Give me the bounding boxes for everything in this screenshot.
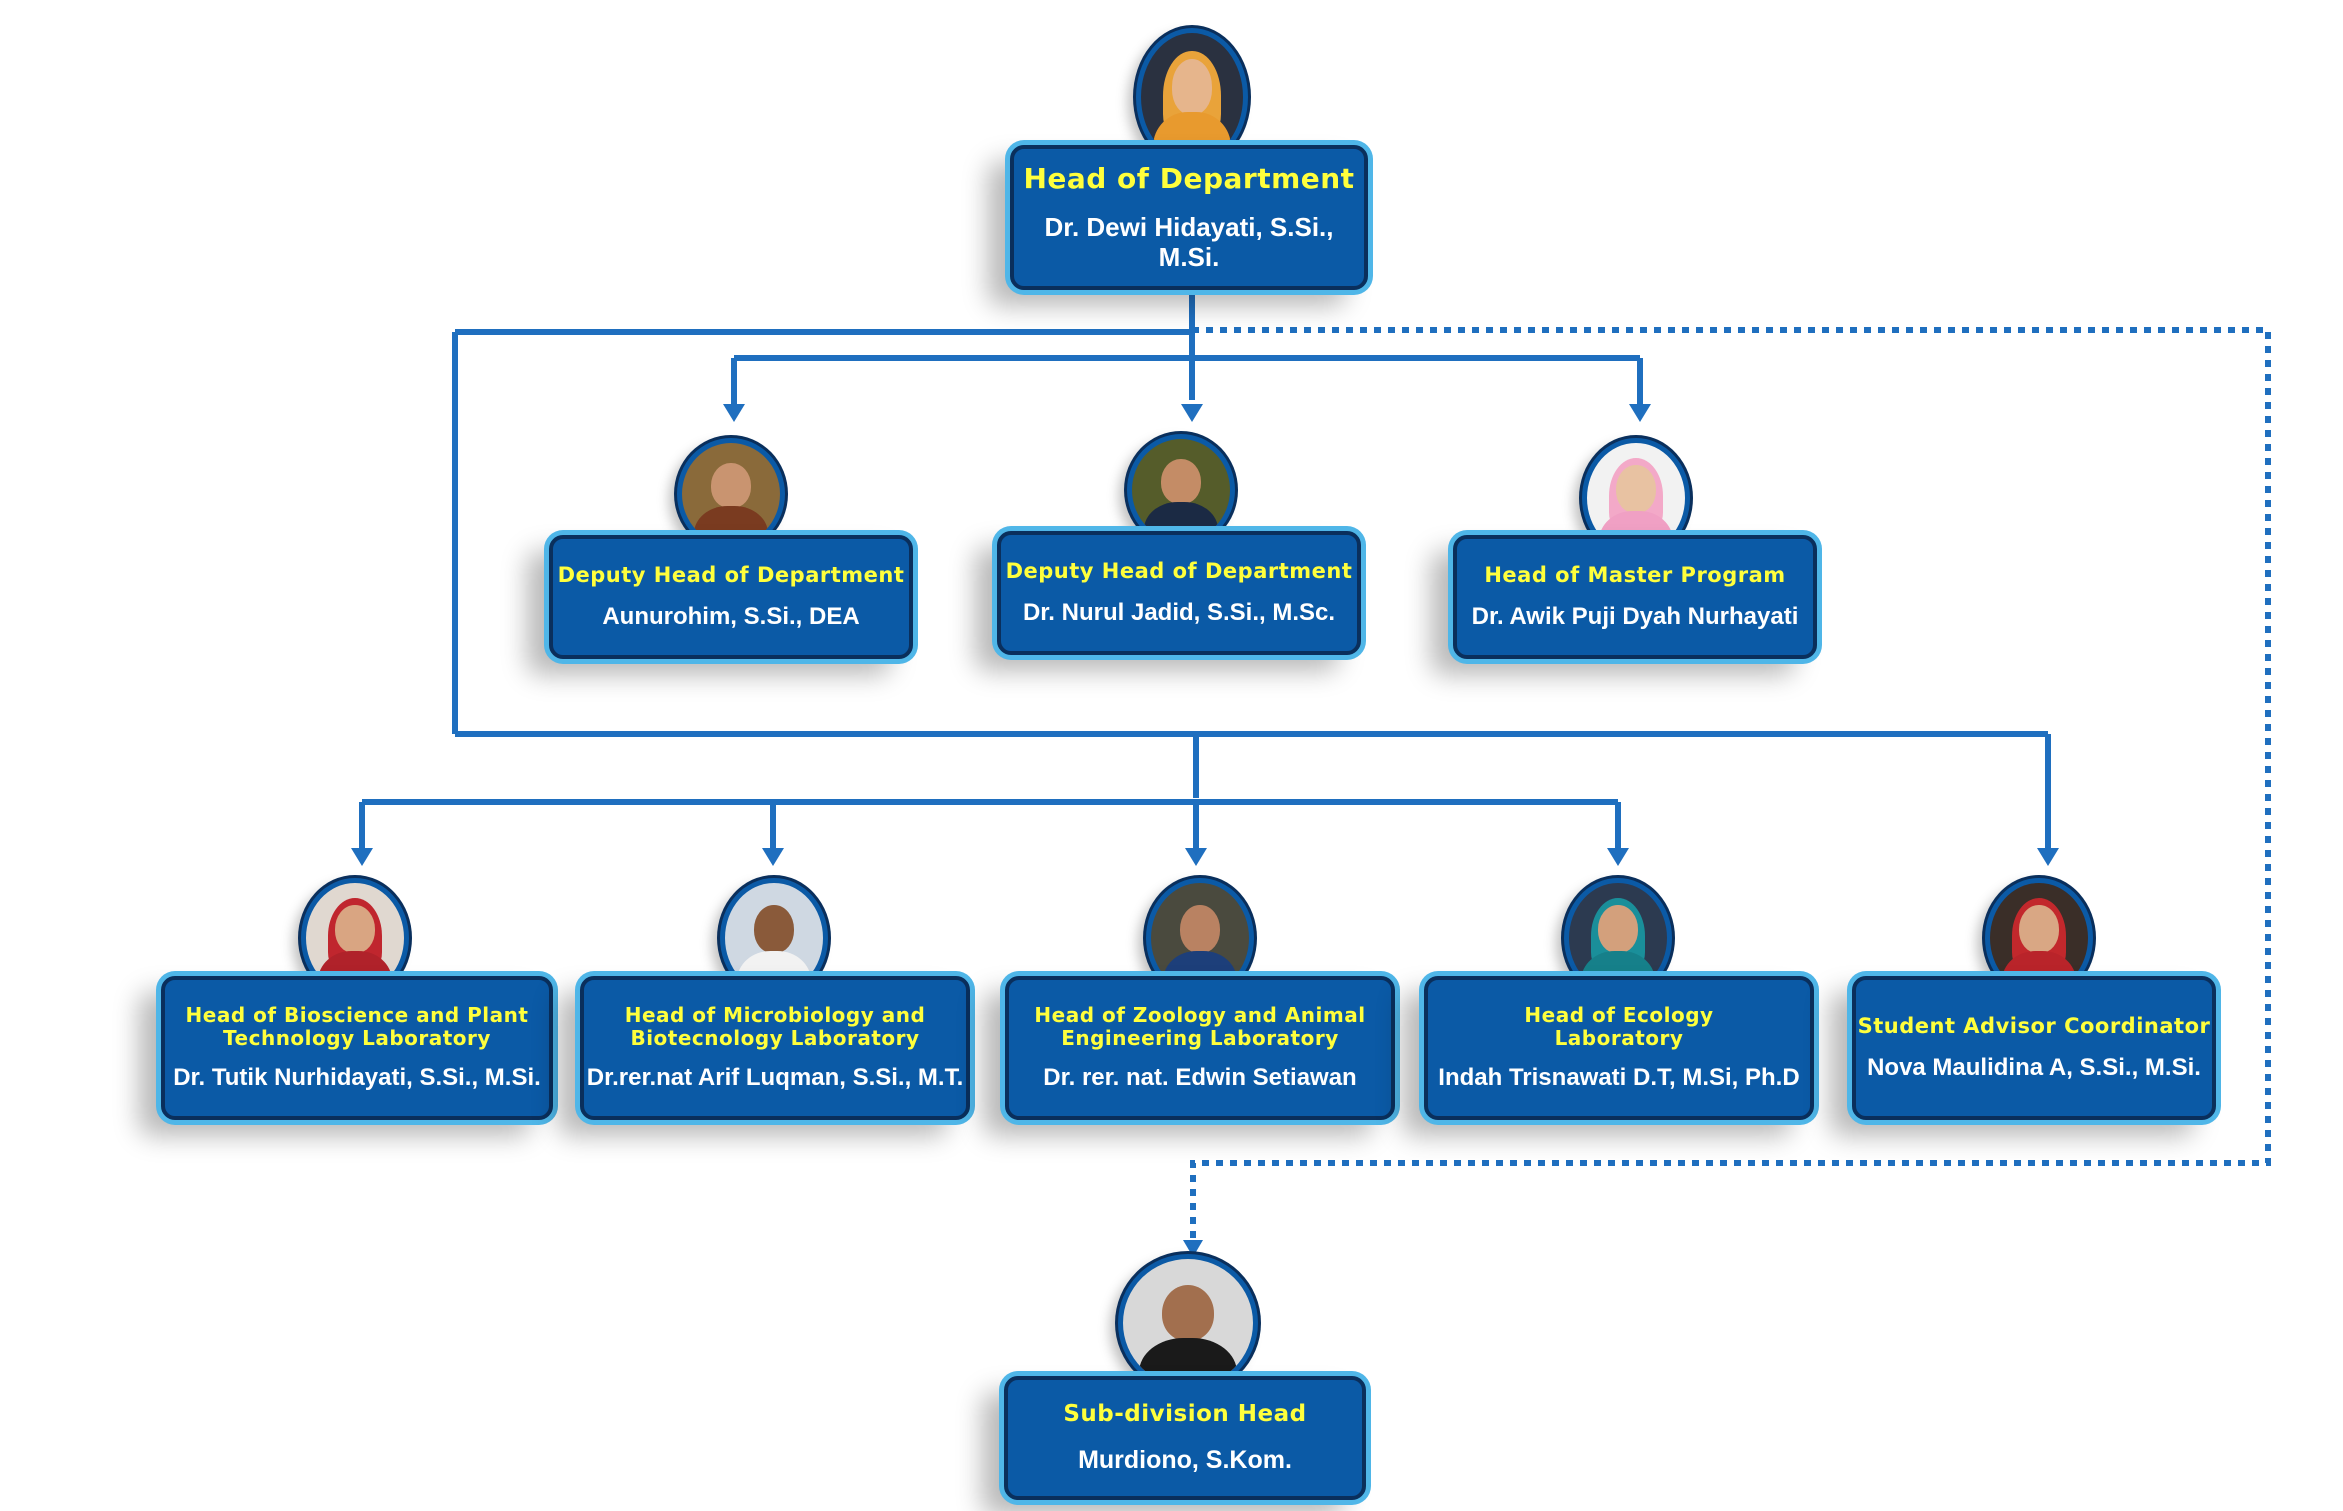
avatar-student-advisor [1985,878,2093,998]
role-lab-4-line1: Head of Ecology [1524,1003,1714,1028]
role-deputy-1: Deputy Head of Department [557,563,905,588]
card-head-of-department: Head of Department Dr. Dewi Hidayati, S.… [1010,145,1368,290]
arrowhead-lab-4 [1607,848,1629,866]
name-deputy-3: Dr. Awik Puji Dyah Nurhayati [1471,603,1799,631]
avatar-head-of-department [1136,28,1248,166]
role-lab-1-line2: Technology Laboratory [223,1026,491,1051]
role-student-advisor: Student Advisor Coordinator [1857,1014,2211,1039]
card-student-advisor: Student Advisor Coordinator Nova Maulidi… [1852,976,2216,1120]
arrowhead-deputy-2 [1181,404,1203,422]
name-lab-1: Dr. Tutik Nurhidayati, S.Si., M.Si. [173,1064,541,1092]
role-lab-2-line2: Biotecnology Laboratory [630,1026,920,1051]
card-deputy-1: Deputy Head of Department Aunurohim, S.S… [549,535,913,659]
card-lab-4: Head of Ecology Laboratory Indah Trisnaw… [1424,976,1814,1120]
card-subdivision-head: Sub-division Head Murdiono, S.Kom. [1004,1376,1366,1500]
role-deputy-2: Deputy Head of Department [1005,559,1353,584]
role-lab-3-line2: Engineering Laboratory [1061,1026,1339,1051]
arrowhead-deputy-1 [723,404,745,422]
arrowhead-lab-3 [1185,848,1207,866]
card-lab-3: Head of Zoology and Animal Engineering L… [1005,976,1395,1120]
name-subdivision-head: Murdiono, S.Kom. [1078,1445,1292,1474]
name-head-of-department: Dr. Dewi Hidayati, S.Si., M.Si. [1044,211,1334,272]
role-lab-1-line1: Head of Bioscience and Plant [185,1003,529,1028]
role-subdivision-head: Sub-division Head [1063,1401,1307,1428]
card-lab-2: Head of Microbiology and Biotecnology La… [580,976,970,1120]
role-lab-4-line2: Laboratory [1554,1026,1684,1051]
arrowhead-deputy-3 [1629,404,1651,422]
avatar-deputy-1 [677,438,785,550]
role-head-of-department: Head of Department [1023,161,1355,195]
name-lab-4: Indah Trisnawati D.T, M.Si, Ph.D [1438,1064,1800,1092]
role-lab-2-line1: Head of Microbiology and [624,1003,926,1028]
card-deputy-3: Head of Master Program Dr. Awik Puji Dya… [1453,535,1817,659]
avatar-deputy-2 [1127,434,1235,546]
arrowhead-subdivision [1183,1240,1203,1257]
arrowhead-advisor [2037,848,2059,866]
card-lab-1: Head of Bioscience and Plant Technology … [161,976,553,1120]
card-deputy-2: Deputy Head of Department Dr. Nurul Jadi… [997,531,1361,655]
arrowhead-lab-2 [762,848,784,866]
name-deputy-1: Aunurohim, S.Si., DEA [602,603,860,631]
role-deputy-3: Head of Master Program [1484,563,1786,588]
role-lab-3-line1: Head of Zoology and Animal [1034,1003,1366,1028]
avatar-subdivision-head [1118,1254,1258,1392]
name-lab-2: Dr.rer.nat Arif Luqman, S.Si., M.T. [586,1064,964,1092]
name-student-advisor: Nova Maulidina A, S.Si., M.Si. [1867,1054,2201,1082]
connector-dotted-subdivision [1190,327,2271,1242]
arrowhead-lab-1 [351,848,373,866]
name-deputy-2: Dr. Nurul Jadid, S.Si., M.Sc. [1022,599,1336,627]
name-lab-3: Dr. rer. nat. Edwin Setiawan [1043,1064,1357,1092]
